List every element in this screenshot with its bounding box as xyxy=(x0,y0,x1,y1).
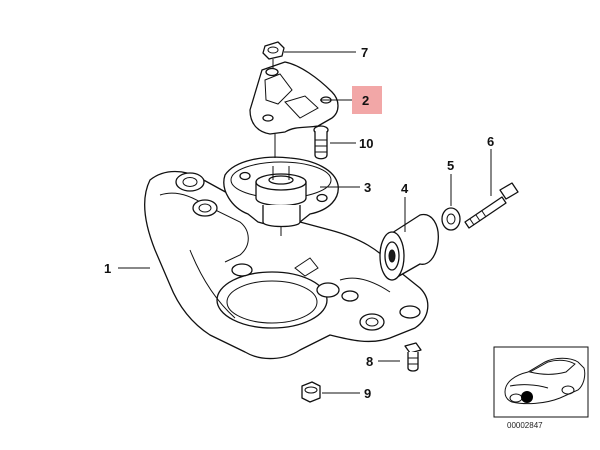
rubber-mount-part[interactable] xyxy=(223,156,339,236)
callout-9: 9 xyxy=(364,386,371,401)
callout-4: 4 xyxy=(401,181,409,196)
bolt-part-8[interactable] xyxy=(404,342,422,372)
nut-part[interactable] xyxy=(262,41,285,68)
callout-5: 5 xyxy=(447,158,454,173)
subframe-carrier-part[interactable] xyxy=(143,170,429,360)
nut-part-9[interactable] xyxy=(301,381,321,403)
reference-number: 00002847 xyxy=(507,421,543,430)
bolt-part-6[interactable] xyxy=(464,182,519,229)
bushing-part[interactable] xyxy=(379,213,439,281)
callout-1: 1 xyxy=(104,261,111,276)
callout-10: 10 xyxy=(359,136,373,151)
bolt-part-10[interactable] xyxy=(313,125,329,160)
callout-2-highlight xyxy=(352,86,382,114)
bracket-part[interactable] xyxy=(249,61,339,158)
callout-6: 6 xyxy=(487,134,494,149)
car-outline-icon xyxy=(504,357,586,405)
callout-7: 7 xyxy=(361,45,368,60)
callout-8: 8 xyxy=(366,354,373,369)
location-marker xyxy=(521,391,533,403)
callout-2: 2 xyxy=(362,93,369,108)
washer-part[interactable] xyxy=(441,207,461,231)
vehicle-locator-inset xyxy=(493,346,589,418)
callout-3: 3 xyxy=(364,180,371,195)
